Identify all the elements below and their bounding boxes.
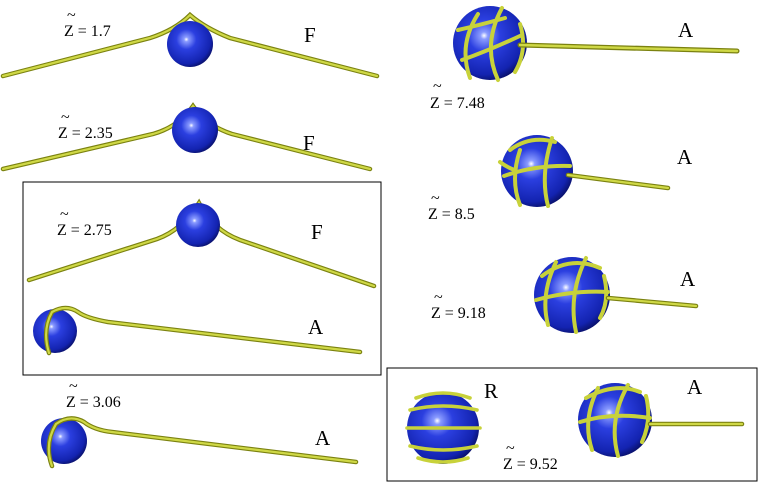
- polymer-wrap: [498, 136, 572, 208]
- panel-z-2-35: ~ Z = 2.35 F: [0, 102, 373, 172]
- z-label: Z = 9.18: [431, 305, 486, 322]
- panel-z-7-48: ~ Z = 7.48 A: [430, 6, 740, 112]
- polymer-wrap: [578, 383, 652, 458]
- svg-text:~: ~: [69, 378, 78, 395]
- state-label: A: [315, 426, 331, 450]
- state-label: R: [484, 379, 498, 403]
- polymer-wrap: [534, 256, 610, 334]
- panel-frame-2.75: [22, 181, 382, 376]
- svg-text:~: ~: [60, 206, 69, 223]
- panel-z-1-7: ~ Z = 1.7 F: [0, 7, 380, 79]
- polymer-wrap: [405, 391, 482, 464]
- sphere: [172, 107, 218, 153]
- svg-text:~: ~: [506, 440, 515, 457]
- z-label: Z = 3.06: [66, 394, 121, 411]
- state-label: A: [680, 267, 696, 291]
- svg-text:~: ~: [433, 78, 442, 95]
- panel-z-8-5: ~ Z = 8.5 A: [428, 135, 693, 223]
- z-label: Z = 1.7: [64, 23, 111, 40]
- panel-z-2-75: ~ Z = 2.75 F A: [26, 198, 377, 356]
- sphere: [167, 21, 213, 67]
- state-label: A: [678, 18, 694, 42]
- panel-z-9-52: R A ~ Z = 9.52: [405, 375, 745, 473]
- state-label: F: [311, 220, 323, 244]
- sphere: [176, 203, 220, 247]
- z-label: Z = 9.52: [503, 456, 558, 473]
- svg-text:~: ~: [431, 190, 440, 207]
- svg-text:~: ~: [67, 7, 76, 24]
- z-label: Z = 7.48: [430, 95, 485, 112]
- z-label: Z = 2.35: [58, 125, 113, 142]
- state-label: F: [304, 23, 316, 47]
- panel-frame-9.52: [386, 367, 758, 482]
- state-label-2: A: [687, 375, 703, 399]
- state-label: F: [303, 131, 315, 155]
- svg-text:~: ~: [61, 109, 70, 126]
- svg-text:~: ~: [434, 289, 443, 306]
- z-label: Z = 2.75: [57, 222, 112, 239]
- panel-z-3-06: ~ Z = 3.06 A: [41, 378, 359, 469]
- state-label-2: A: [308, 315, 324, 339]
- panel-z-9-18: ~ Z = 9.18 A: [431, 256, 699, 334]
- state-label: A: [677, 145, 693, 169]
- z-label: Z = 8.5: [428, 206, 475, 223]
- sphere: [33, 309, 77, 353]
- polymer-wrap: [456, 6, 526, 82]
